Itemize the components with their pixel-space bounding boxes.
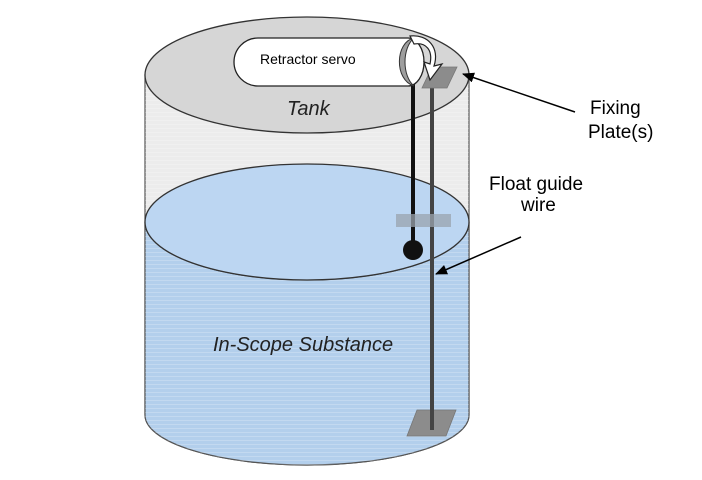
retractor-servo-label: Retractor servo [260, 51, 356, 67]
retractor-servo [233, 35, 444, 87]
liquid-surface [144, 163, 470, 281]
float-guide-label-line1: Float guide [489, 174, 583, 195]
fixing-plates-label-line2: Plate(s) [588, 122, 653, 143]
curved-arrow-icon [409, 35, 444, 82]
float-level-plate [396, 214, 451, 227]
substance-label: In-Scope Substance [213, 334, 393, 356]
tank-label: Tank [287, 98, 331, 120]
float-ball [403, 240, 423, 260]
liquid-body-texture [145, 222, 469, 465]
fixing-plates-label-line1: Fixing [590, 98, 641, 119]
fixing-plate-arrow [462, 72, 576, 113]
float-guide-wire-arrow [435, 236, 522, 275]
rotation-arrow-icon [399, 37, 415, 87]
float-guide-label-line2: wire [520, 195, 556, 216]
